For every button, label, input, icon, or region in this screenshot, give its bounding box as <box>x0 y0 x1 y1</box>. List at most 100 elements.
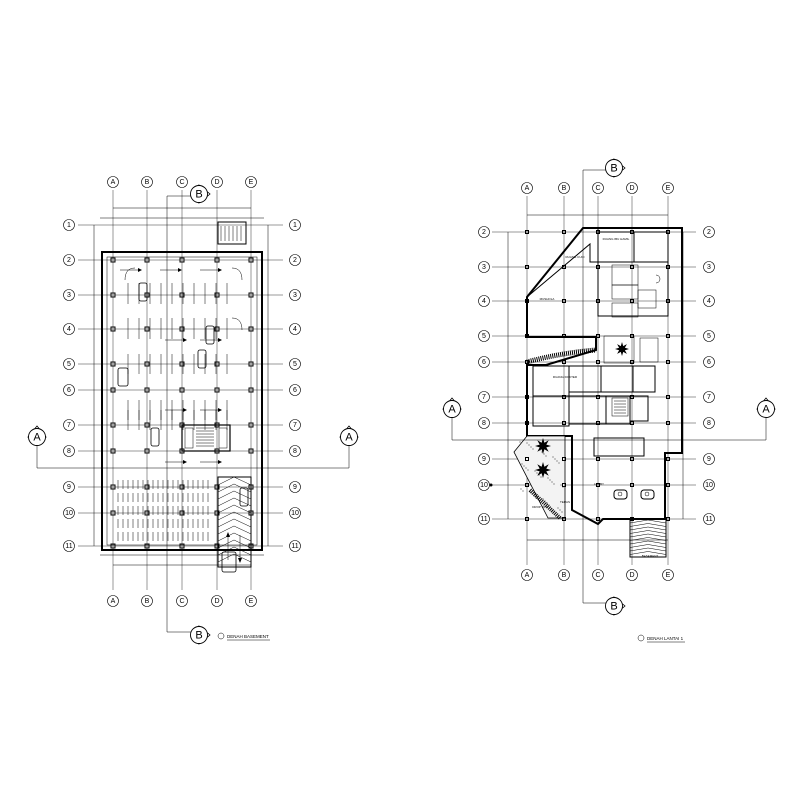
grid-bubble-circle <box>478 356 490 368</box>
grid-bubble-circle <box>478 295 490 307</box>
car-symbol <box>197 349 207 369</box>
column <box>110 448 116 454</box>
column <box>144 292 150 298</box>
grid-bubble-label: E <box>249 598 254 605</box>
grid-bubble-top-E: E <box>662 182 674 194</box>
column <box>562 457 566 461</box>
title-bullet <box>217 632 225 640</box>
sofa <box>640 489 655 500</box>
grid-bubble-label: 2 <box>707 229 711 236</box>
grid-bubble-circle <box>289 419 301 431</box>
grid-bubble-circle <box>703 330 715 342</box>
grid-bubble-circle <box>478 391 490 403</box>
grid-bubble-circle <box>63 481 75 493</box>
drive-arrow-head <box>138 268 142 272</box>
plan-title: DENAH LANTAI 1 <box>647 636 684 641</box>
grid-bubble-label: 6 <box>482 359 486 366</box>
section-marker-b-top: B <box>190 184 211 204</box>
room-mid <box>603 335 635 364</box>
grid-bubble-circle <box>141 176 153 188</box>
column <box>214 510 220 516</box>
elevator <box>218 427 228 449</box>
grid-bubble-circle <box>478 261 490 273</box>
ramp-hatch <box>629 537 667 541</box>
planter-dot <box>558 462 560 464</box>
column <box>110 510 116 516</box>
grid-bubble-right-10: 10 <box>289 507 301 519</box>
building-outline <box>526 227 683 526</box>
grid-bubble-label: 9 <box>482 456 486 463</box>
ramp-hatch <box>217 511 252 521</box>
room-inner <box>637 289 657 309</box>
drive-arrow-head <box>183 338 187 342</box>
grid-bubble-right-7: 7 <box>289 419 301 431</box>
section-circle <box>757 400 775 418</box>
grid-bubble-circle <box>478 453 490 465</box>
column <box>144 326 150 332</box>
section-letter: B <box>610 163 617 175</box>
column <box>596 230 600 234</box>
column <box>666 230 670 234</box>
column <box>214 484 220 490</box>
grid-bubble-right-10: 10 <box>703 479 715 491</box>
planter-dot <box>523 465 525 467</box>
grid-bubble-label: 5 <box>482 333 486 340</box>
column <box>525 483 529 487</box>
column <box>248 543 254 549</box>
room-inner <box>611 302 639 318</box>
grid-bubble-circle <box>703 391 715 403</box>
grid-bubble-circle <box>478 330 490 342</box>
ramp-hatch <box>629 544 667 548</box>
grid-bubble-circle <box>63 289 75 301</box>
section-marker-b-top: B <box>605 158 626 178</box>
grid-bubble-circle <box>626 569 638 581</box>
column <box>214 257 220 263</box>
planter-dot <box>520 488 522 490</box>
column <box>179 257 185 263</box>
grid-bubble-left-5: 5 <box>63 358 75 370</box>
diagonal-wall <box>526 227 599 298</box>
section-marker-a-right: A <box>339 425 359 446</box>
planter-dot <box>547 477 549 479</box>
column <box>630 265 634 269</box>
table <box>617 491 623 497</box>
grid-bubble-bottom-B: B <box>558 569 570 581</box>
grid-bubble-left-3: 3 <box>63 289 75 301</box>
ramp-hatch <box>629 526 667 531</box>
column <box>248 361 254 367</box>
grid-bubble-circle <box>703 226 715 238</box>
grid-bubble-circle <box>141 595 153 607</box>
column <box>110 257 116 263</box>
grid-bubble-left-11: 11 <box>63 540 75 552</box>
grid-bubble-label: 7 <box>482 394 486 401</box>
grid-bubble-label: B <box>562 572 567 579</box>
ramp-hatch <box>629 519 667 524</box>
sofa <box>613 489 628 500</box>
planter-dot <box>556 460 558 462</box>
grid-bubble-left-4: 4 <box>478 295 490 307</box>
column <box>630 517 634 521</box>
planter-dot <box>557 507 559 509</box>
grid-bubble-circle <box>662 182 674 194</box>
column <box>110 387 116 393</box>
tree-symbol <box>615 342 629 356</box>
grid-bubble-right-6: 6 <box>703 356 715 368</box>
column <box>144 510 150 516</box>
planter-dot <box>532 448 534 450</box>
grid-bubble-label: 4 <box>293 326 297 333</box>
drive-arrow-head <box>178 268 182 272</box>
grid-bubble-bottom-A: A <box>521 569 533 581</box>
room-inner <box>611 264 639 286</box>
column <box>562 395 566 399</box>
column <box>248 326 254 332</box>
grid-bubble-label: 10 <box>705 482 713 489</box>
car-symbol <box>150 427 160 447</box>
room-label: RUANG CUCI <box>565 255 584 259</box>
column <box>525 230 529 234</box>
elevator <box>184 427 194 449</box>
column <box>110 484 116 490</box>
planter-dot <box>529 491 531 493</box>
section-letter: B <box>195 630 202 642</box>
column <box>179 361 185 367</box>
grid-bubble-label: 9 <box>67 484 71 491</box>
